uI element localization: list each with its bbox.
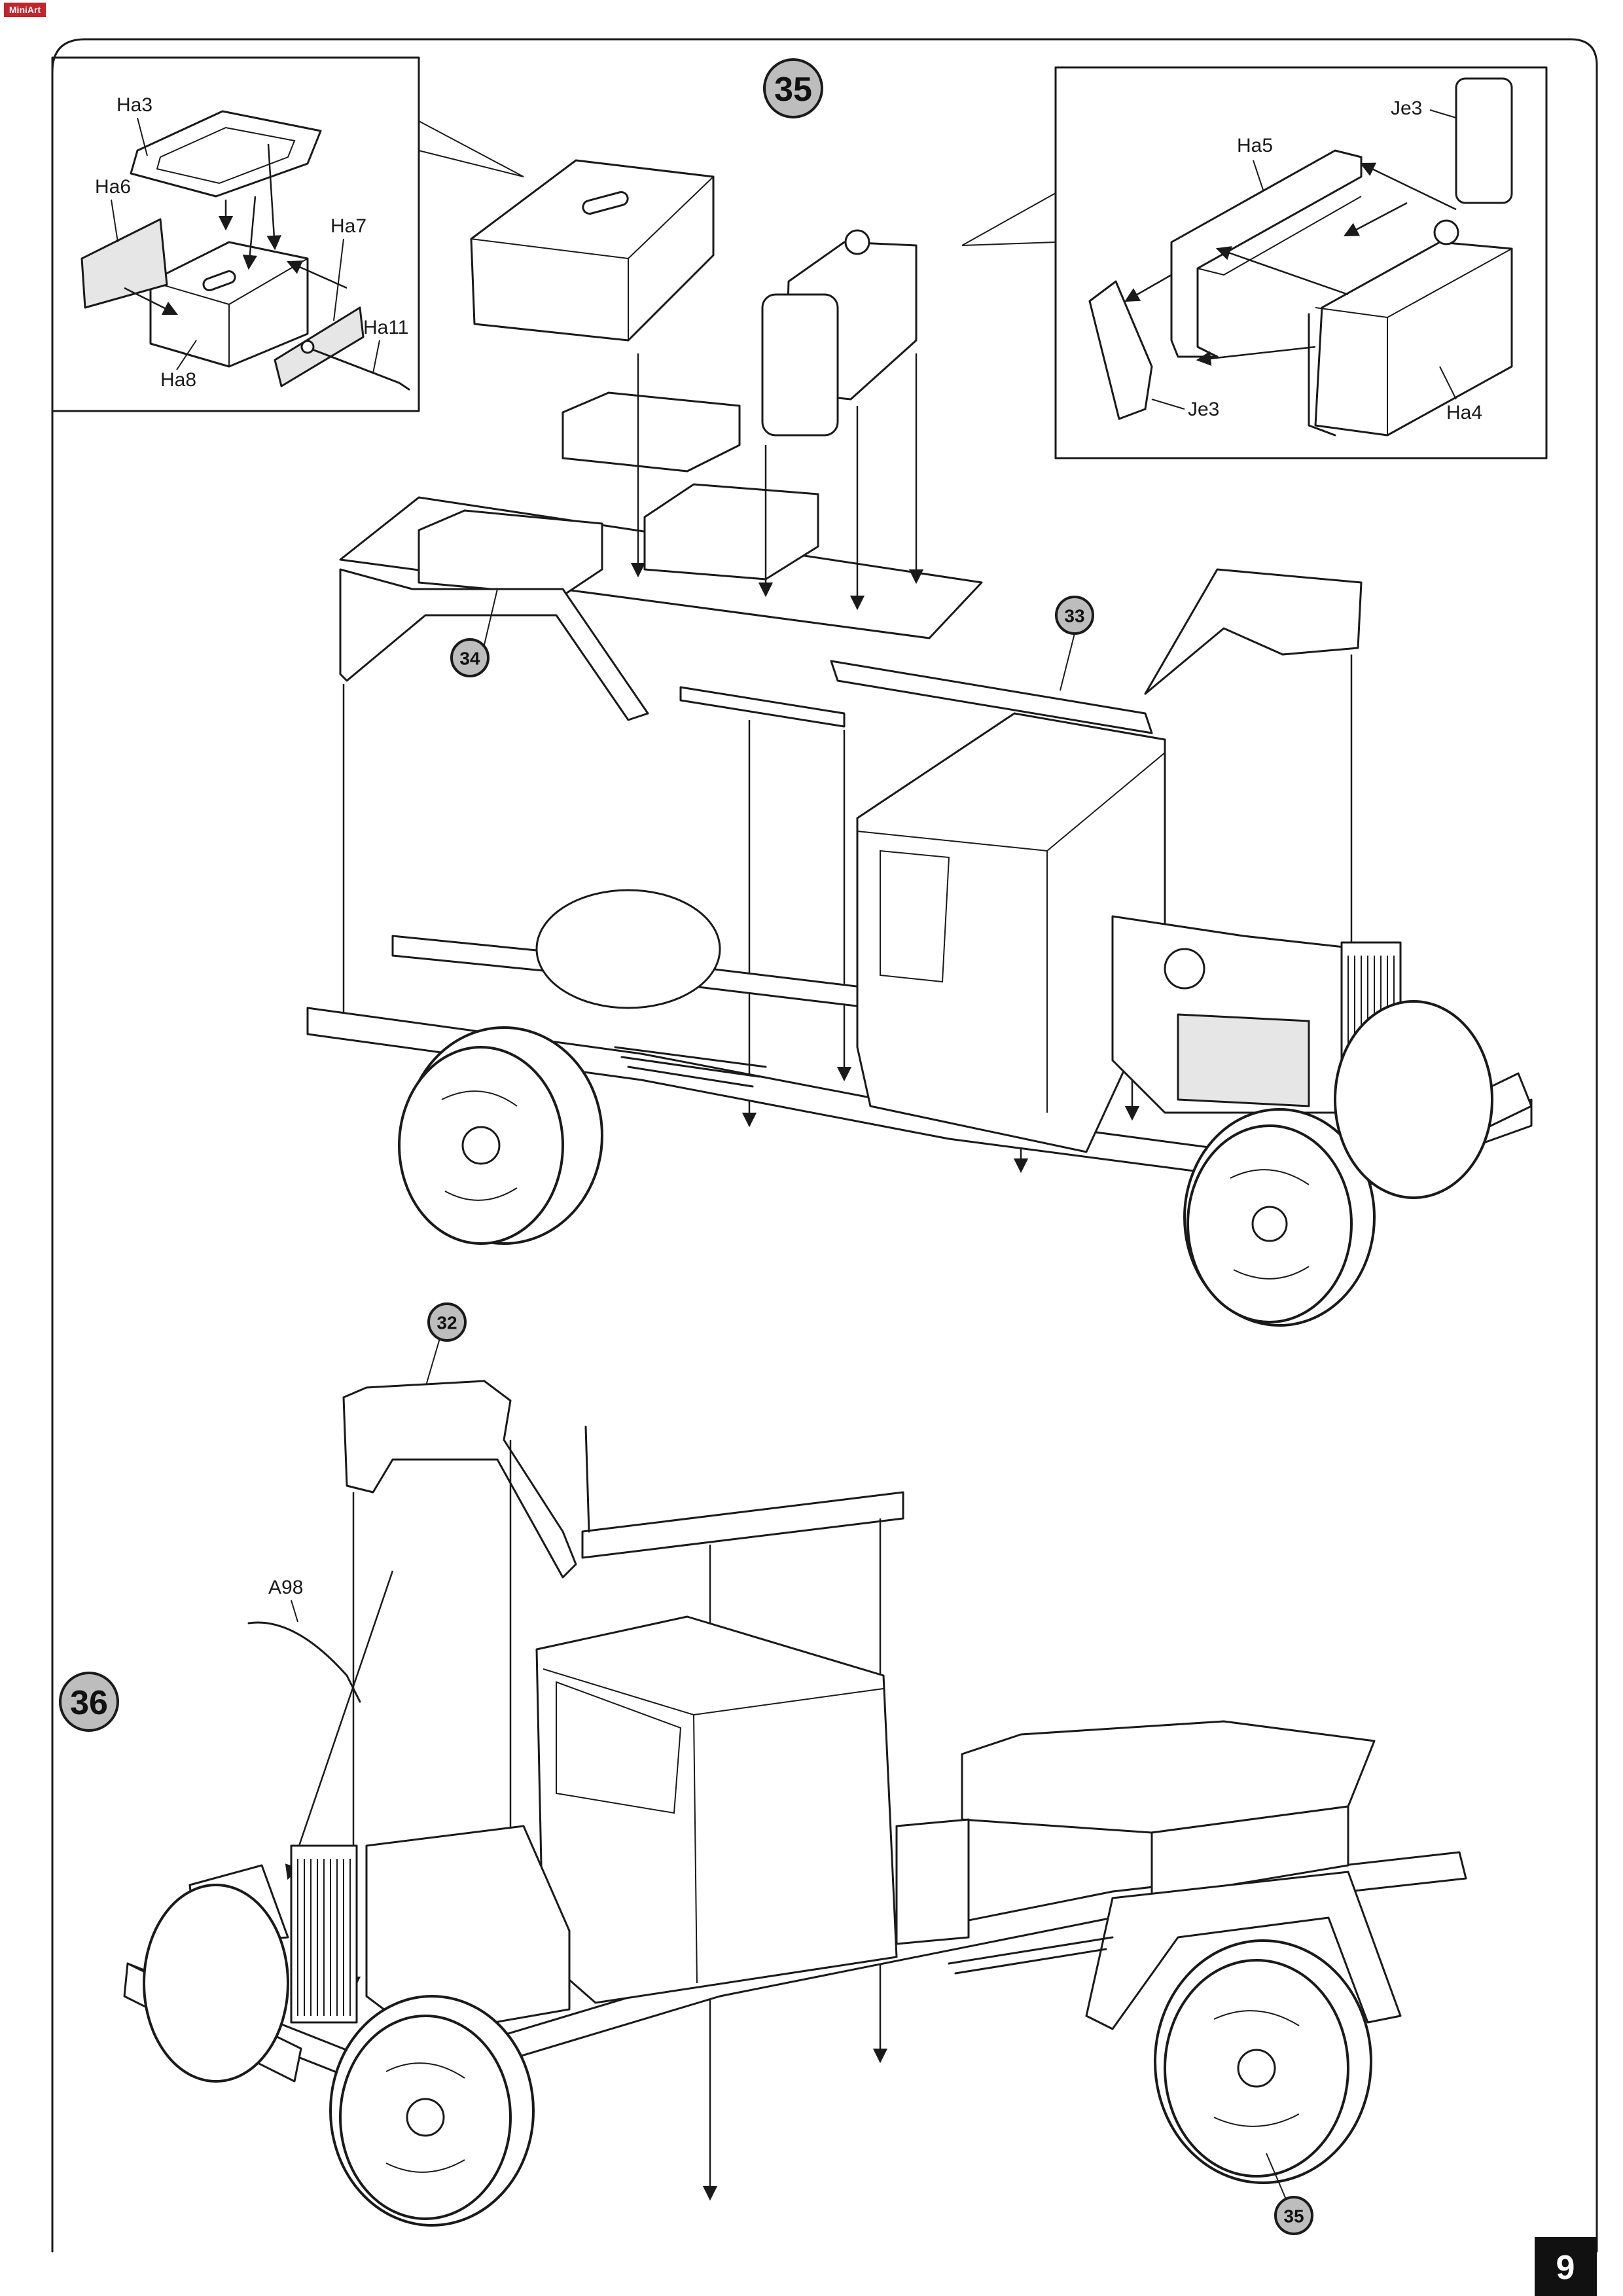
step35-truck (306, 712, 1533, 1327)
ref-34-text: 34 (459, 649, 480, 669)
toolbox-assembly (470, 159, 715, 342)
cab-body-36 (535, 1615, 898, 2004)
part-ha5 (1170, 149, 1363, 358)
inset-left-drawing: Ha3 Ha6 Ha7 Ha11 Ha8 (80, 94, 410, 391)
label-je3-top: Je3 (1391, 98, 1422, 119)
part-je3-bottom (1088, 280, 1153, 420)
label-ha8: Ha8 (160, 369, 196, 391)
part-je3-top (1455, 77, 1513, 204)
inset-right-drawing: Je3 Ha5 Je3 Ha4 (1088, 77, 1513, 437)
ref-badge-35: 35 (1266, 2153, 1313, 2235)
step35-exploded-parts (336, 159, 1363, 1174)
part-ha3 (130, 110, 322, 198)
label-ha3: Ha3 (116, 94, 152, 116)
step-35-number: 35 (774, 71, 812, 109)
ref-32-text: 32 (437, 1313, 457, 1333)
ref-badge-32: 32 (425, 1302, 467, 1388)
ref-badge-33: 33 (1055, 596, 1094, 691)
ref-35-text: 35 (1283, 2206, 1304, 2227)
part-ha6 (80, 218, 168, 309)
label-ha6: Ha6 (95, 176, 131, 198)
label-ha11: Ha11 (363, 317, 409, 338)
label-ha4: Ha4 (1446, 402, 1482, 423)
step-35-badge: 35 (763, 58, 823, 118)
inset-left-box (51, 56, 524, 412)
step-36-badge: 36 (59, 1672, 119, 1732)
step36-exploded-parts (285, 1380, 904, 2201)
label-a98: A98 (268, 1577, 303, 1598)
page-number: 9 (1556, 2249, 1575, 2287)
brand-logo-text: MiniArt (9, 5, 41, 15)
part-ha11 (313, 349, 410, 391)
step36-truck (123, 1615, 1467, 2227)
label-ha5: Ha5 (1237, 135, 1273, 156)
ref-33-text: 33 (1064, 606, 1084, 626)
page-number-box: 9 (1535, 2237, 1597, 2296)
label-ha7: Ha7 (330, 215, 366, 237)
ref-badge-34: 34 (450, 588, 498, 677)
part-ha7 (274, 306, 365, 387)
part-a98 (247, 1621, 361, 1703)
label-je3-bottom: Je3 (1188, 399, 1219, 420)
inset-right-box (961, 66, 1548, 459)
step-36-number: 36 (70, 1684, 108, 1722)
brand-logo: MiniArt (4, 3, 46, 17)
